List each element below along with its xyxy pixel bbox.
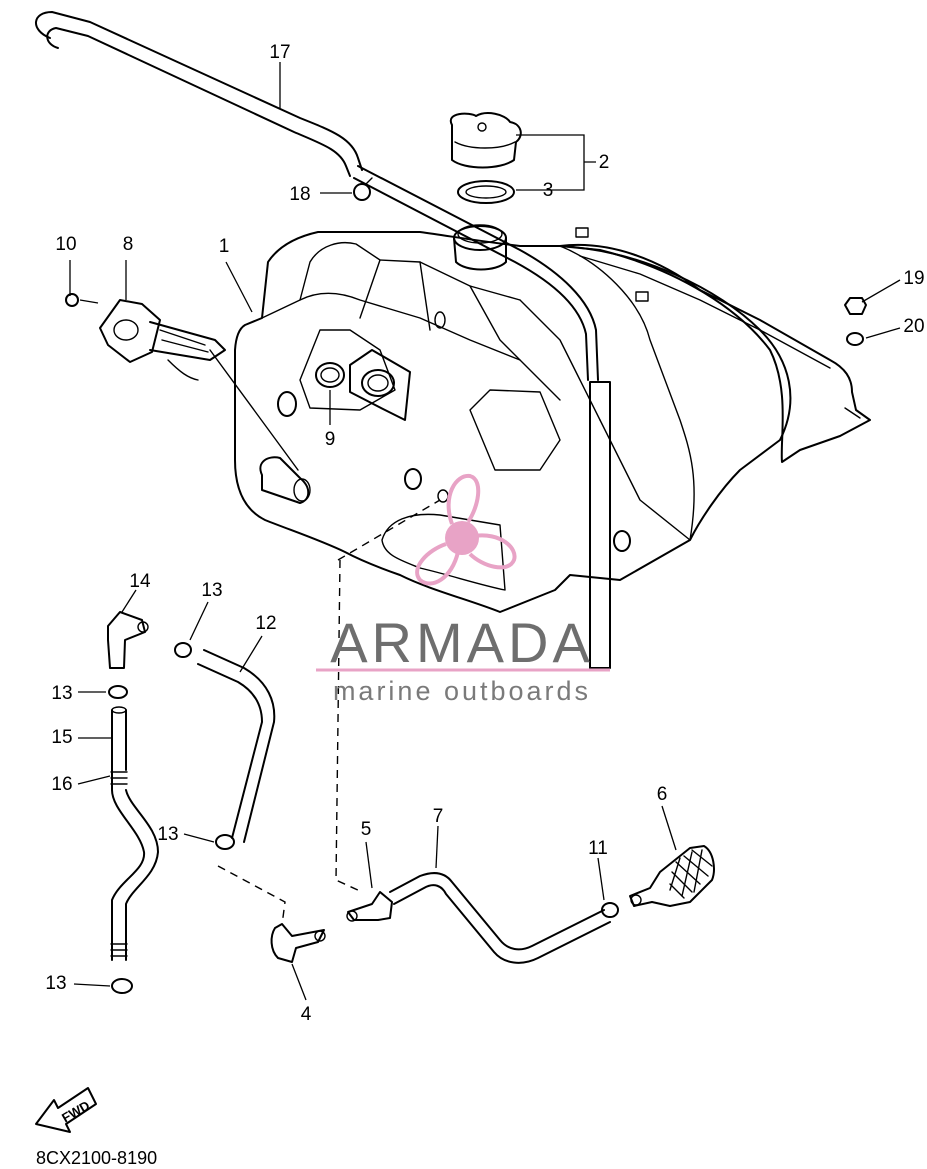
armada-logo-watermark: ARMADA marine outboards (316, 473, 610, 706)
callout-13-lower: 13 (45, 973, 66, 994)
diagram-code: 8CX2100-8190 (36, 1148, 157, 1168)
part-18-clamp (353, 177, 373, 201)
callout-17: 17 (269, 42, 290, 63)
callout-19: 19 (903, 268, 924, 289)
callout-20: 20 (903, 316, 924, 337)
part-2-fuel-cap (449, 112, 522, 169)
propeller-logo-icon (415, 473, 517, 586)
callout-5: 5 (361, 819, 372, 840)
part-13-clamp-left (108, 685, 128, 699)
part-10-screw (65, 293, 99, 307)
tank-rear-flange (559, 227, 871, 463)
part-6-fuel-filter (629, 845, 715, 907)
part-3-gasket (457, 180, 515, 204)
callout-6: 6 (657, 784, 668, 805)
fwd-direction-arrow: FWD (35, 1087, 97, 1133)
callout-4: 4 (301, 1004, 312, 1025)
callout-18: 18 (289, 184, 310, 205)
part-20-washer (846, 332, 864, 346)
callout-3: 3 (543, 180, 554, 201)
part-19-nut (844, 297, 867, 315)
callout-2: 2 (599, 152, 610, 173)
callout-13-left: 13 (51, 683, 72, 704)
callout-12: 12 (255, 613, 276, 634)
part-5-fitting (346, 891, 393, 922)
callout-10: 10 (55, 234, 76, 255)
part-1-fuel-tank (234, 224, 792, 613)
callout-13-upper: 13 (201, 580, 222, 601)
part-17-vent-hose (35, 11, 611, 669)
callout-15: 15 (51, 727, 72, 748)
part-11-clamp (601, 902, 619, 918)
part-4-joint (270, 923, 326, 963)
part-9-o-ring (315, 362, 345, 388)
part-12-fuel-hose (197, 649, 276, 843)
part-8-fuel-sender (99, 299, 299, 471)
callout-8: 8 (123, 234, 134, 255)
callout-13-middle: 13 (157, 824, 178, 845)
callout-labels: 17 2 3 18 10 8 1 19 20 9 14 13 12 13 15 … (45, 42, 924, 1025)
armada-brand-name: ARMADA (330, 611, 594, 674)
callout-14: 14 (129, 571, 151, 592)
armada-tagline: marine outboards (333, 676, 591, 706)
callout-7: 7 (433, 806, 444, 827)
callout-9: 9 (325, 429, 336, 450)
fwd-label: FWD (59, 1098, 92, 1126)
part-13-clamp-middle (215, 834, 235, 850)
part-7-fuel-pipe (389, 872, 611, 964)
part-13-clamp-upper (174, 642, 192, 658)
callout-16: 16 (51, 774, 72, 795)
callout-11: 11 (588, 838, 608, 859)
part-15-fuel-hose (110, 706, 159, 961)
part-13-clamp-lower (111, 978, 133, 994)
callout-1: 1 (219, 236, 230, 257)
part-14-elbow-fitting (107, 611, 149, 669)
